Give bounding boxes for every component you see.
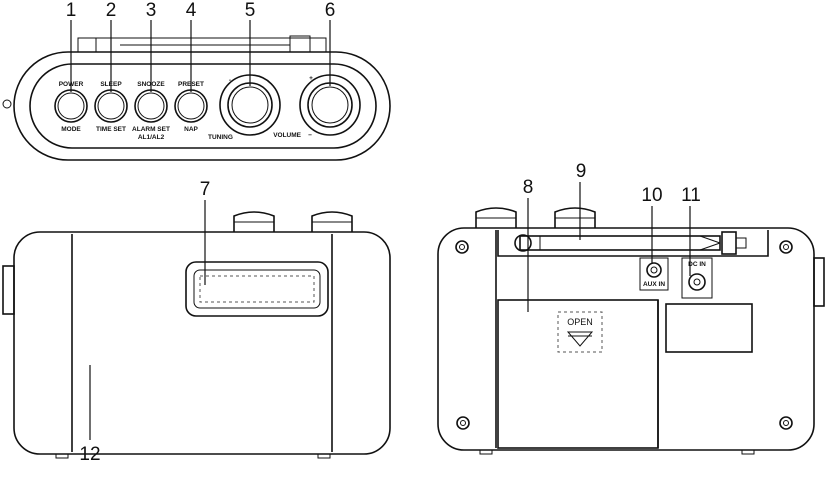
callout-8: 8 <box>523 177 534 198</box>
aux-in-jack-hole <box>650 266 658 274</box>
front-foot-left <box>55 453 69 459</box>
aux-in-label: AUX IN <box>643 281 665 288</box>
callout-12: 12 <box>79 444 100 465</box>
tuning-label: TUNING <box>208 134 233 141</box>
aux-in-jack[interactable] <box>646 262 662 278</box>
antenna-clip-left <box>77 37 97 53</box>
antenna-end-cap <box>735 237 747 249</box>
open-label: OPEN <box>567 317 593 327</box>
sleep-button[interactable] <box>94 89 128 123</box>
time-set-label: TIME SET <box>96 126 126 133</box>
volume-plus-label: + <box>309 75 313 82</box>
callout-4: 4 <box>186 0 197 21</box>
callout-5: 5 <box>245 0 256 21</box>
tuning-minus-label: - <box>229 77 231 84</box>
front-foot-right <box>317 453 331 459</box>
preset-button[interactable] <box>174 89 208 123</box>
display-screen <box>199 275 315 303</box>
screw-top-left-icon <box>455 240 469 254</box>
back-recess <box>665 303 753 353</box>
callout-11: 11 <box>681 185 701 206</box>
back-body <box>437 227 815 451</box>
aux-in-panel <box>639 257 669 291</box>
front-side-tab <box>2 265 15 315</box>
volume-label: VOLUME <box>273 132 301 139</box>
back-view: AUX IN DC IN OPEN 8 9 10 11 <box>437 161 825 455</box>
screw-bottom-left-icon <box>456 416 470 430</box>
top-body-inner <box>29 63 377 149</box>
snooze-button[interactable] <box>134 89 168 123</box>
volume-minus-label: − <box>308 132 312 139</box>
open-arrow-icon <box>566 331 594 347</box>
front-body <box>13 231 391 455</box>
antenna-channel <box>497 230 769 257</box>
front-view: 7 12 <box>2 179 391 465</box>
alarm-set-label: ALARM SET <box>132 126 170 133</box>
antenna-tip-top <box>699 235 721 244</box>
callout-6: 6 <box>325 0 336 21</box>
antenna-end-clip <box>721 231 737 255</box>
screw-top-right-icon <box>779 240 793 254</box>
back-knob-right <box>554 207 596 228</box>
back-foot-right <box>741 449 755 455</box>
callout-9: 9 <box>576 161 587 182</box>
top-body-outer <box>13 51 391 161</box>
front-knob-left <box>233 211 275 232</box>
dc-in-panel <box>681 257 713 299</box>
power-button[interactable] <box>54 89 88 123</box>
back-foot-left <box>479 449 493 455</box>
screw-bottom-right-icon <box>779 416 793 430</box>
callout-10: 10 <box>641 185 662 206</box>
dc-in-jack-hole <box>693 278 701 286</box>
callout-2: 2 <box>106 0 117 21</box>
al-label: AL1/AL2 <box>138 134 165 141</box>
callout-3: 3 <box>146 0 157 21</box>
nap-label: NAP <box>184 126 198 133</box>
back-knob-left <box>475 207 517 228</box>
battery-door[interactable] <box>497 299 659 449</box>
top-view: POWER MODE SLEEP TIME SET SNOOZE ALARM S… <box>2 0 391 161</box>
mode-label: MODE <box>61 126 81 133</box>
back-side-tab <box>813 257 825 307</box>
callout-7: 7 <box>200 179 211 200</box>
dc-in-jack[interactable] <box>688 273 706 291</box>
side-loop-icon <box>2 99 12 109</box>
callout-1: 1 <box>66 0 77 21</box>
display-inner <box>193 269 321 309</box>
dc-in-label: DC IN <box>688 261 706 268</box>
antenna-pivot <box>514 234 532 252</box>
front-knob-right <box>311 211 353 232</box>
display-window <box>185 261 329 317</box>
antenna-tip-bottom <box>699 242 721 251</box>
